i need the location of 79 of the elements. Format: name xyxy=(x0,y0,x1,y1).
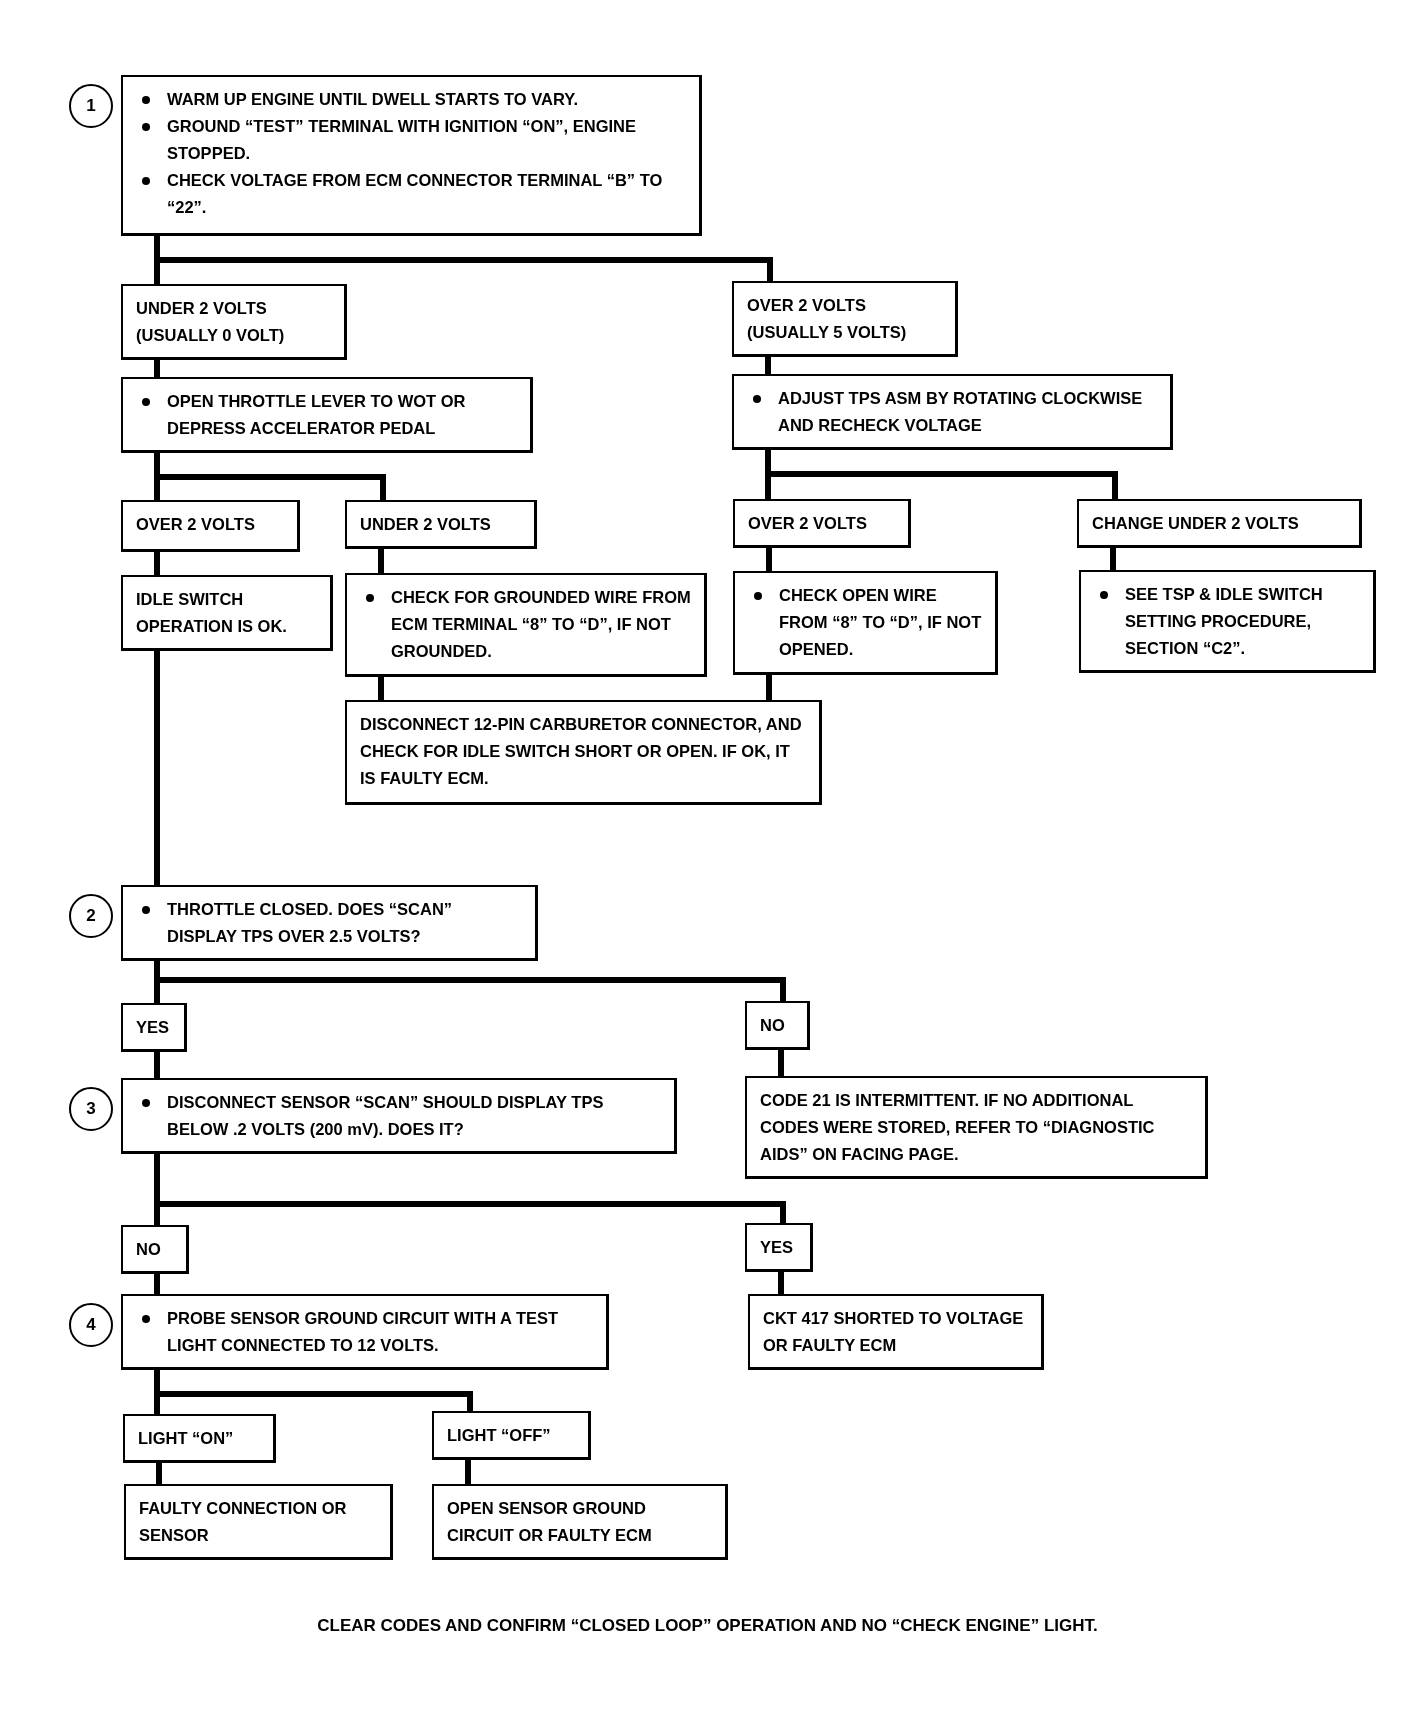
connector-line xyxy=(154,550,160,576)
step-text: OPEN THROTTLE LEVER TO WOT OR DEPRESS ACCELERATOR PEDAL xyxy=(167,392,466,437)
process-box xyxy=(121,284,347,360)
connector-line xyxy=(154,234,773,282)
step-text: LIGHT “ON” xyxy=(138,1429,234,1447)
step-text: ADJUST TPS ASM BY ROTATING CLOCKWISE AND RECHECK VOLTAGE xyxy=(778,389,1143,434)
step-text: PROBE SENSOR GROUND CIRCUIT WITH A TEST LIGHT CONNECTED TO 12 VOLTS. xyxy=(167,1309,559,1354)
step-text: OVER 2 VOLTS (USUALLY 5 VOLTS) xyxy=(747,296,907,341)
process-box xyxy=(121,885,538,961)
connector-line xyxy=(156,1461,162,1485)
process-box xyxy=(432,1411,591,1460)
process-box xyxy=(745,1223,813,1272)
process-box xyxy=(124,1484,393,1560)
step-text: THROTTLE CLOSED. DOES “SCAN” DISPLAY TPS OVER 2.5 VOLTS? xyxy=(167,900,453,945)
step-text: SEE TSP & IDLE SWITCH SETTING PROCEDURE, SECTION “C2”. xyxy=(1125,585,1323,657)
process-box xyxy=(345,700,822,805)
connector-line xyxy=(154,1050,160,1079)
connector-line xyxy=(766,673,772,701)
process-box xyxy=(345,573,707,677)
step-text: YES xyxy=(760,1238,794,1256)
connector-line xyxy=(778,1270,784,1295)
step-text: DISCONNECT SENSOR “SCAN” SHOULD DISPLAY TPS BELOW .2 VOLTS (200 mV). DOES IT? xyxy=(167,1093,604,1138)
process-box xyxy=(748,1294,1044,1370)
process-box xyxy=(123,1414,276,1463)
step-text: CHANGE UNDER 2 VOLTS xyxy=(1092,514,1299,532)
connector-line xyxy=(778,1048,784,1077)
step-text: IDLE SWITCH OPERATION IS OK. xyxy=(136,590,287,635)
connector-line xyxy=(154,1272,160,1295)
process-box xyxy=(432,1484,728,1560)
step-text: NO xyxy=(136,1240,161,1258)
process-box xyxy=(121,377,533,453)
process-box xyxy=(121,1003,187,1052)
step-text: FAULTY CONNECTION OR SENSOR xyxy=(139,1499,347,1544)
step-text: DISCONNECT 12-PIN CARBURETOR CONNECTOR, AND CHECK FOR IDLE SWITCH SHORT OR OPEN. IF OK, IT IS FAULTY ECM. xyxy=(360,715,802,787)
process-box xyxy=(733,499,911,548)
process-box xyxy=(121,500,300,552)
connector-line xyxy=(766,546,772,572)
process-box xyxy=(745,1076,1208,1179)
connector-line xyxy=(1110,546,1116,571)
step-number: 3 xyxy=(69,1087,113,1131)
connector-line xyxy=(465,1458,471,1485)
note-text: CLEAR CODES AND CONFIRM “CLOSED LOOP” OPERATION AND NO “CHECK ENGINE” LIGHT. xyxy=(316,1616,1099,1636)
step-text: OPEN SENSOR GROUND CIRCUIT OR FAULTY ECM xyxy=(447,1499,652,1544)
step-text: UNDER 2 VOLTS (USUALLY 0 VOLT) xyxy=(136,299,285,344)
step-number: 1 xyxy=(69,84,113,128)
connector-line xyxy=(154,451,386,501)
connector-line xyxy=(378,675,384,701)
process-box xyxy=(745,1001,810,1050)
connector-line xyxy=(765,448,1118,500)
process-box xyxy=(121,1294,609,1370)
step-text: CODE 21 IS INTERMITTENT. IF NO ADDITIONAL CODES WERE STORED, REFER TO “DIAGNOSTIC AIDS” ON FACING PAGE. xyxy=(760,1091,1155,1163)
process-box xyxy=(732,374,1173,450)
connector-line xyxy=(765,355,771,375)
process-box xyxy=(732,281,958,357)
process-box xyxy=(1079,570,1376,673)
step-text: CHECK VOLTAGE FROM ECM CONNECTOR TERMINAL “B” TO “22”. xyxy=(167,171,663,216)
process-box xyxy=(733,571,998,675)
connector-line xyxy=(378,547,384,574)
connector-line xyxy=(154,649,160,886)
process-box xyxy=(121,1225,189,1274)
connector-line xyxy=(154,358,160,378)
step-text: LIGHT “OFF” xyxy=(447,1426,551,1444)
step-text: CHECK FOR GROUNDED WIRE FROM ECM TERMINAL “8” TO “D”, IF NOT GROUNDED. xyxy=(391,588,691,660)
process-box xyxy=(1077,499,1362,548)
process-box xyxy=(121,1078,677,1154)
step-text: CKT 417 SHORTED TO VOLTAGE OR FAULTY ECM xyxy=(763,1309,1024,1354)
step-text: UNDER 2 VOLTS xyxy=(360,515,491,533)
process-box xyxy=(121,75,702,236)
process-box xyxy=(121,575,333,651)
step-text: WARM UP ENGINE UNTIL DWELL STARTS TO VARY. xyxy=(167,90,578,108)
step-number: 2 xyxy=(69,894,113,938)
step-number: 4 xyxy=(69,1303,113,1347)
step-text: GROUND “TEST” TERMINAL WITH IGNITION “ON”, ENGINE STOPPED. xyxy=(167,117,637,162)
step-text: NO xyxy=(760,1016,785,1034)
step-text: CHECK OPEN WIRE FROM “8” TO “D”, IF NOT OPENED. xyxy=(779,586,982,658)
step-text: OVER 2 VOLTS xyxy=(136,515,255,533)
process-box xyxy=(345,500,537,549)
step-text: OVER 2 VOLTS xyxy=(748,514,867,532)
step-text: YES xyxy=(136,1018,170,1036)
